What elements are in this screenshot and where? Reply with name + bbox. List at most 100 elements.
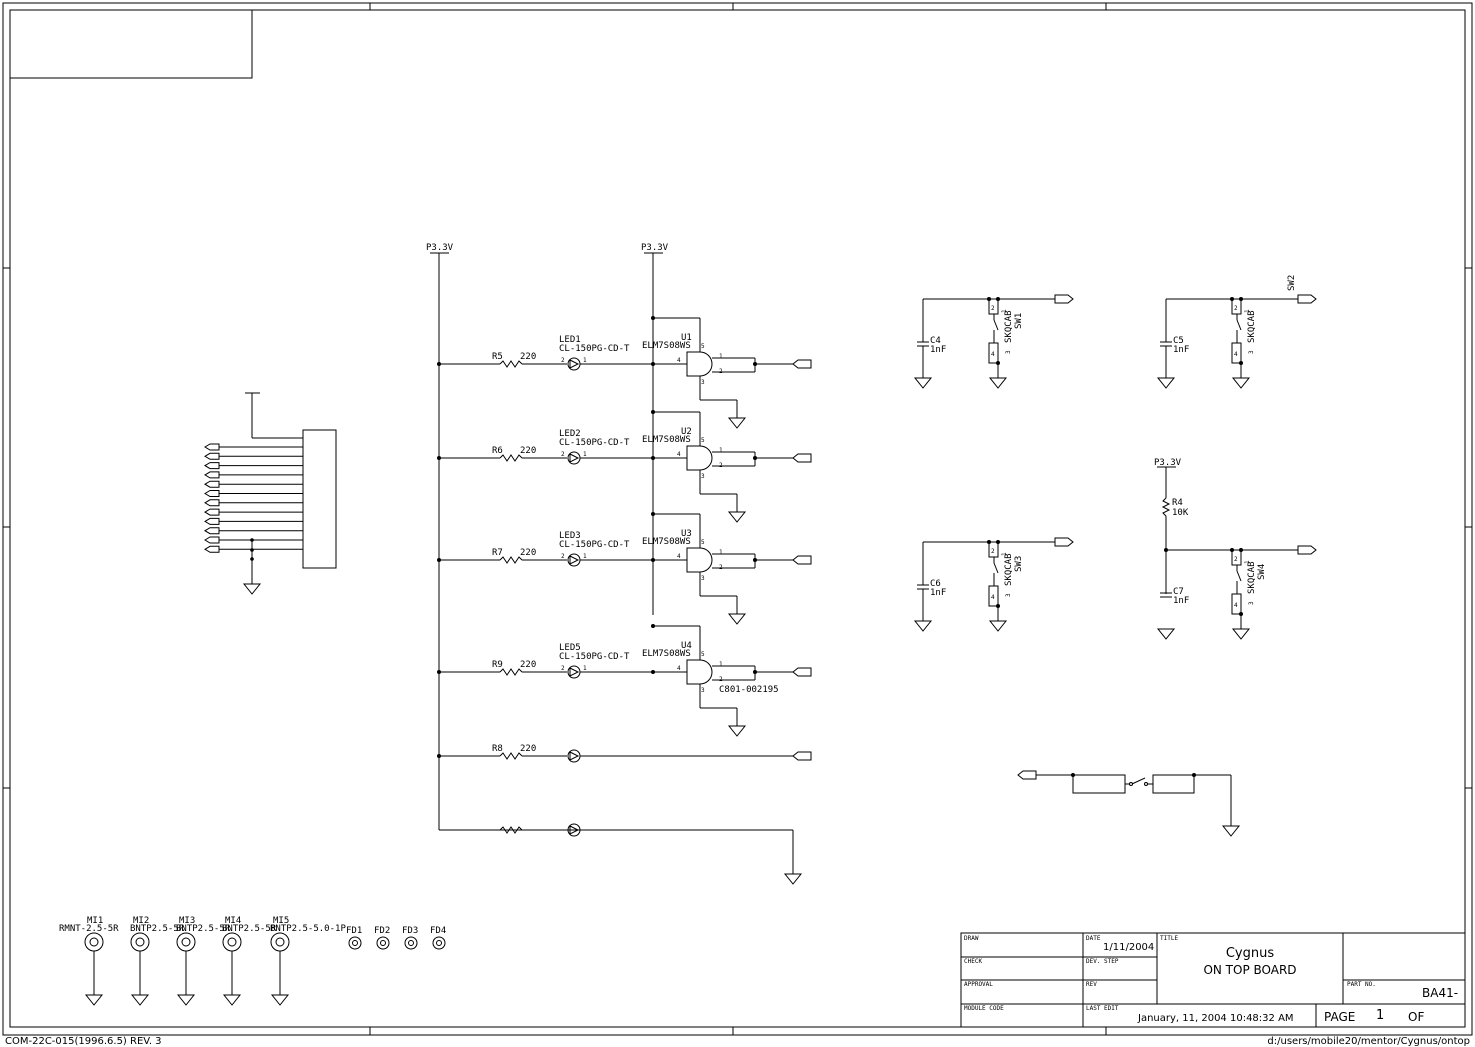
resistor-r4 xyxy=(1161,497,1171,517)
svg-text:1: 1 xyxy=(719,661,723,668)
switch-ref: SW1 xyxy=(1014,313,1024,329)
ground-symbol xyxy=(222,994,242,1006)
led-bottom-row xyxy=(499,823,581,837)
ground-symbol xyxy=(242,583,262,595)
cap-value: 1nF xyxy=(930,588,946,598)
gate-part: ELM7S08WS xyxy=(642,649,691,659)
connector-pin xyxy=(204,527,220,535)
res-ref: R6 xyxy=(492,446,503,456)
cap-ref: C4 xyxy=(930,336,941,346)
svg-text:2: 2 xyxy=(991,548,995,555)
cap-value: 1nF xyxy=(1173,345,1189,355)
svg-text:4: 4 xyxy=(991,351,995,358)
connector-pin xyxy=(204,452,220,460)
svg-text:3: 3 xyxy=(1248,601,1255,605)
fiducial-1: FD1 xyxy=(346,926,362,950)
connector-pin xyxy=(204,508,220,516)
mount-ref: MI5 xyxy=(273,916,289,926)
svg-text:3: 3 xyxy=(701,575,705,582)
gate-ref: U1 xyxy=(681,333,692,343)
footer-right: d:/users/mobile20/mentor/Cygnus/ontop xyxy=(1267,1036,1470,1047)
ground-symbol xyxy=(1231,377,1251,389)
connector-pin xyxy=(204,499,220,507)
resistor-unnamed xyxy=(499,826,523,834)
gate-code: C801-002195 xyxy=(719,685,779,695)
svg-text:APPROVAL: APPROVAL xyxy=(964,981,993,988)
svg-text:4: 4 xyxy=(677,553,681,560)
res-ref: R5 xyxy=(492,352,503,362)
gate-ref: U4 xyxy=(681,641,692,651)
switch-part: SKQCAB xyxy=(1247,310,1257,343)
svg-text:FD4: FD4 xyxy=(430,926,446,936)
gate-part: ELM7S08WS xyxy=(642,537,691,547)
svg-text:DRAW: DRAW xyxy=(964,935,979,942)
svg-text:220: 220 xyxy=(520,744,536,754)
svg-text:5: 5 xyxy=(701,651,705,658)
svg-text:DATE: DATE xyxy=(1086,935,1101,942)
svg-text:3: 3 xyxy=(701,379,705,386)
svg-text:3: 3 xyxy=(1248,350,1255,354)
footer-left: COM-22C-015(1996.6.5) REV. 3 xyxy=(5,1036,162,1047)
svg-text:1: 1 xyxy=(1001,309,1008,313)
connector-block xyxy=(204,392,337,595)
svg-text:R4: R4 xyxy=(1172,498,1183,508)
svg-text:2: 2 xyxy=(1234,556,1238,563)
off-page-connector xyxy=(1017,770,1037,780)
ground-symbol xyxy=(1156,377,1176,389)
svg-text:4: 4 xyxy=(991,594,995,601)
off-page-connector xyxy=(1297,545,1317,555)
svg-text:1: 1 xyxy=(583,357,587,364)
gate-ref: U3 xyxy=(681,529,692,539)
ground-symbol xyxy=(988,620,1008,632)
led-part: CL-150PG-CD-T xyxy=(559,438,630,448)
led-ref: LED5 xyxy=(559,643,581,653)
fiducial-4: FD4 xyxy=(430,926,446,950)
svg-text:2: 2 xyxy=(991,305,995,312)
connector-pin xyxy=(204,443,220,451)
off-page-connector xyxy=(1297,294,1317,304)
and-gate xyxy=(686,351,713,377)
svg-text:CHECK: CHECK xyxy=(964,958,982,965)
svg-text:FD1: FD1 xyxy=(346,926,362,936)
svg-text:4: 4 xyxy=(677,451,681,458)
svg-text:3: 3 xyxy=(1005,350,1012,354)
led-ref: LED1 xyxy=(559,335,581,345)
res-value: 220 xyxy=(520,548,536,558)
mount-part: BNTP2.5-5.0-1P xyxy=(270,924,346,934)
ground-symbol xyxy=(130,994,150,1006)
net-label-p33-mid: P3.3V xyxy=(641,243,669,253)
connector-pin xyxy=(204,462,220,470)
svg-text:LAST EDIT: LAST EDIT xyxy=(1086,1005,1119,1012)
mount-ref: MI2 xyxy=(133,916,149,926)
mount-ref: MI3 xyxy=(179,916,195,926)
resistor-r6 xyxy=(499,454,523,462)
date-value: 1/11/2004 xyxy=(1103,942,1154,953)
off-page-connector xyxy=(792,667,812,677)
svg-text:3: 3 xyxy=(701,687,705,694)
part-number: BA41- xyxy=(1422,986,1458,1000)
svg-text:MODULE CODE: MODULE CODE xyxy=(964,1005,1004,1012)
ground-symbol xyxy=(1221,825,1241,837)
connector-pin xyxy=(204,517,220,525)
ground-symbol xyxy=(727,613,747,625)
svg-text:TITLE: TITLE xyxy=(1160,935,1178,942)
led-part: CL-150PG-CD-T xyxy=(559,540,630,550)
connector-pin xyxy=(204,480,220,488)
svg-text:5: 5 xyxy=(701,437,705,444)
switch-part: SKQCAB xyxy=(1247,561,1257,594)
svg-text:P3.3V: P3.3V xyxy=(1154,458,1182,468)
cap-ref: C7 xyxy=(1173,587,1184,597)
fiducial-3: FD3 xyxy=(402,926,418,950)
power-rail-right: P3.3V xyxy=(641,243,669,615)
mount-part: BNTP2.5-5R xyxy=(130,924,185,934)
power-rail-left: P3.3V xyxy=(426,243,803,885)
svg-text:1: 1 xyxy=(719,447,723,454)
and-gate xyxy=(686,659,713,685)
